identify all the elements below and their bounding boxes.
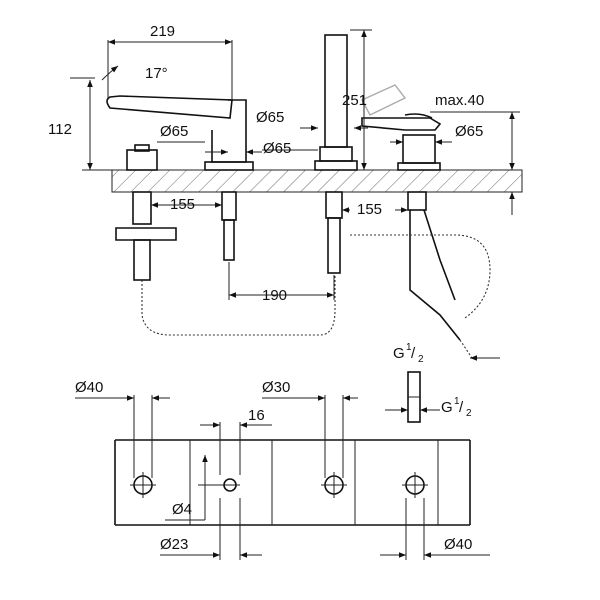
dim-d40-right: Ø40 xyxy=(444,536,472,553)
hand-shower xyxy=(314,34,407,171)
svg-text:G: G xyxy=(441,399,453,416)
dim-d65-shower: Ø65 xyxy=(263,140,291,157)
dim-d65-mixer: Ø65 xyxy=(455,123,483,140)
dim-g12-top: G 1 / 2 xyxy=(393,342,424,365)
svg-text:2: 2 xyxy=(466,408,472,419)
dim-d65-spout: Ø65 xyxy=(160,123,188,140)
dim-251: 251 xyxy=(342,92,367,109)
hose-shower xyxy=(350,234,491,319)
dim-d4: Ø4 xyxy=(172,501,192,518)
svg-text:/: / xyxy=(459,399,464,416)
dim-190: 190 xyxy=(262,287,287,304)
dim-219: 219 xyxy=(150,23,175,40)
dim-d30: Ø30 xyxy=(262,379,290,396)
dim-16: 16 xyxy=(248,407,265,424)
svg-text:1: 1 xyxy=(454,396,460,407)
hose-connector-bottom xyxy=(407,371,421,423)
dim-g12-bottom: G 1 / 2 xyxy=(441,396,472,419)
dim-d65-shower-top: Ø65 xyxy=(256,109,284,126)
underdeck-fittings xyxy=(115,191,461,341)
deck-section xyxy=(111,169,523,193)
dim-d23: Ø23 xyxy=(160,536,188,553)
deck-cutout-template xyxy=(114,439,471,526)
dim-max40: max.40 xyxy=(435,92,484,109)
dim-d40-left: Ø40 xyxy=(75,379,103,396)
hose-right xyxy=(459,339,473,359)
dimension-lines-top xyxy=(70,29,522,361)
svg-text:/: / xyxy=(411,345,416,362)
svg-text:1: 1 xyxy=(406,342,412,353)
hose-left xyxy=(141,275,336,336)
dim-112: 112 xyxy=(48,121,72,138)
svg-text:2: 2 xyxy=(418,354,424,365)
dim-155-left: 155 xyxy=(170,196,195,213)
dim-17-deg: 17° xyxy=(145,65,168,82)
dimension-lines-bottom xyxy=(75,395,490,560)
dim-155-right: 155 xyxy=(357,201,382,218)
svg-text:G: G xyxy=(393,345,405,362)
